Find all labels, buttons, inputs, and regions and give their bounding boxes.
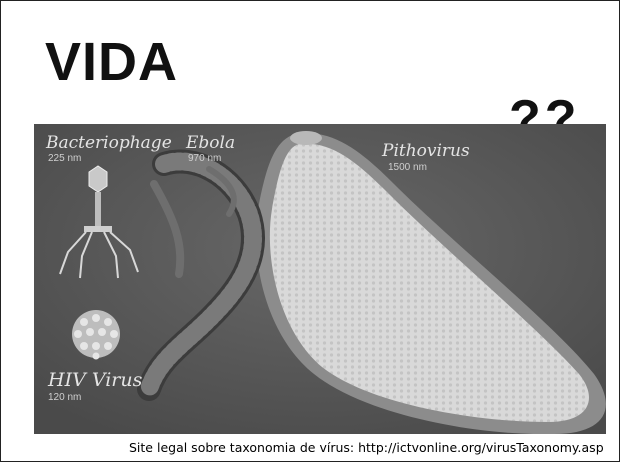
- bacteriophage-label: Bacteriophage: [45, 133, 172, 153]
- virus-size-illustration: Bacteriophage 225 nm Ebola 970 nm Pithov…: [34, 124, 606, 434]
- slide-title: VIDA: [45, 32, 179, 92]
- hiv-virus-label: HIV Virus: [47, 369, 143, 391]
- hiv-virus-size: 120 nm: [48, 392, 81, 403]
- bacteriophage-illustration: [59, 165, 139, 279]
- ebola-label: Ebola: [185, 133, 235, 153]
- hiv-virus-illustration: [72, 310, 120, 360]
- pithovirus-label: Pithovirus: [381, 141, 470, 161]
- bacteriophage-size: 225 nm: [48, 153, 81, 164]
- pithovirus-size: 1500 nm: [388, 162, 427, 173]
- taxonomy-caption: Site legal sobre taxonomia de vírus: htt…: [129, 440, 604, 455]
- ebola-size: 970 nm: [188, 153, 221, 164]
- ebola-illustration: [137, 149, 265, 401]
- pithovirus-illustration: [256, 131, 606, 434]
